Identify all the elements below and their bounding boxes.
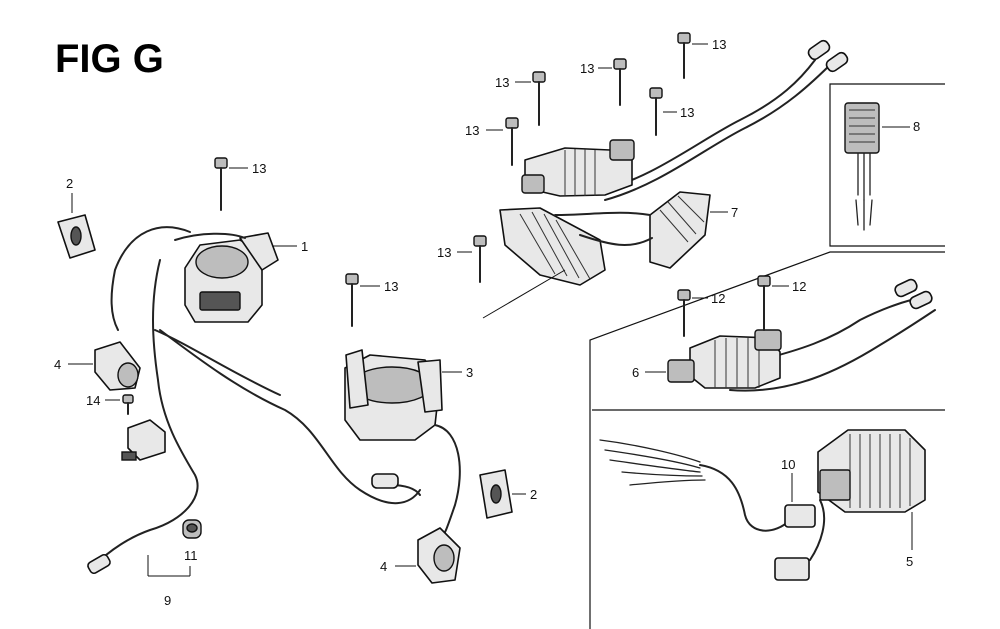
part-label-1: 1 [301,239,308,254]
part-label-4b: 4 [380,559,387,574]
part-label-11: 11 [184,548,198,563]
part-label-13d: 13 [680,105,694,120]
exciter-coil-6: 6 [632,278,936,392]
part-label-13e: 13 [465,123,479,138]
part-label-12a: 12 [711,291,725,306]
part-label-13g: 13 [252,161,266,176]
inset-frames [589,83,945,629]
part-label-13c: 13 [495,75,509,90]
regulator-rectifier-5: 5 10 [599,429,926,581]
charge-coil-assembly: 7 [482,39,849,319]
rubber-boot-2-right: 2 [479,469,537,519]
part-label-7: 7 [731,205,738,220]
rubber-boot-2-left: 2 [57,176,96,259]
plug-cap-4-right: 4 [380,527,461,584]
screw-14: 14 [86,393,134,415]
part-label-3: 3 [466,365,473,380]
stop-switch [121,419,166,461]
part-label-13h: 13 [384,279,398,294]
figure-title: FIG G [55,37,164,81]
part-label-8: 8 [913,119,920,134]
ignition-coil-3: 3 [344,349,473,441]
regulator-small: 8 [844,102,920,231]
part-label-2b: 2 [530,487,537,502]
plug-cap-4-left: 4 [54,341,141,391]
part-label-10: 10 [781,457,795,472]
bolts-13: 13 13 13 13 13 13 13 13 [214,32,726,327]
part-label-13a: 13 [712,37,726,52]
part-label-14: 14 [86,393,100,408]
part-label-6: 6 [632,365,639,380]
part-label-13b: 13 [580,61,594,76]
part-label-9: 9 [164,593,171,608]
grommet-11: 11 [182,519,202,563]
part-label-12b: 12 [792,279,806,294]
part-label-13f: 13 [437,245,451,260]
wire-harness: 9 [87,226,461,608]
ignition-coil-1: 1 [184,232,308,323]
part-label-5: 5 [906,554,913,569]
part-label-4a: 4 [54,357,61,372]
part-label-2a: 2 [66,176,73,191]
bolts-12: 12 12 [677,275,806,337]
